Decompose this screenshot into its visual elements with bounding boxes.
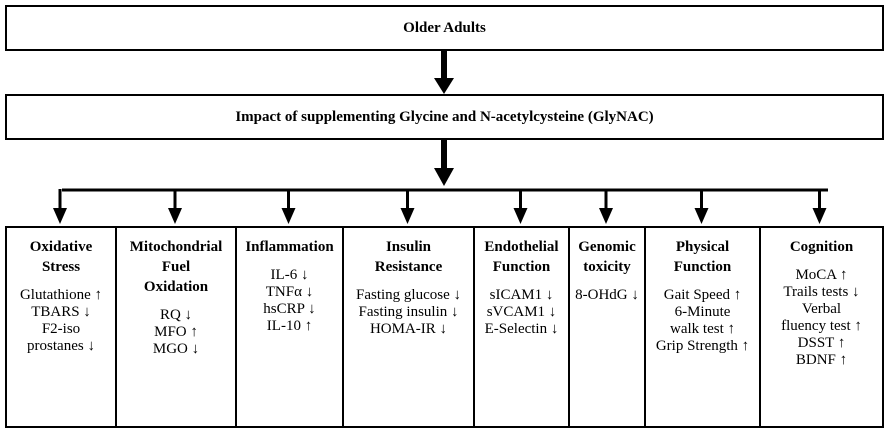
category-items: Fasting glucose ↓Fasting insulin ↓HOMA-I… (344, 287, 473, 338)
category-title-line: Insulin (385, 239, 432, 255)
category-item: HOMA-IR ↓ (369, 321, 448, 337)
category-title: Genomic toxicity (570, 237, 644, 277)
category-title-line: Function (673, 259, 732, 275)
category-item: DSST ↑ (797, 335, 846, 351)
category-item: MGO ↓ (152, 341, 200, 357)
category-items: IL-6 ↓TNFα ↓hsCRP ↓IL-10 ↑ (237, 267, 342, 335)
category-item: Gait Speed ↑ (663, 287, 742, 303)
category-items: 8-OHdG ↓ (570, 287, 644, 304)
category-title-line: Mitochondrial (129, 239, 223, 255)
category-item: Fasting glucose ↓ (356, 287, 461, 303)
category-title: Inflammation (237, 237, 342, 257)
category-title-line: Cognition (789, 239, 854, 255)
category-item: Grip Strength ↑ (655, 338, 750, 354)
arrowhead-impact-to-bus (434, 168, 454, 186)
category-items: sICAM1 ↓sVCAM1 ↓E-Selectin ↓ (475, 287, 568, 338)
category-title-line: Stress (41, 259, 81, 275)
category-item: hsCRP ↓ (263, 301, 316, 317)
older-adults-label: Older Adults (403, 19, 486, 36)
category-title-line: Oxidation (143, 279, 209, 295)
category-item: IL-6 ↓ (270, 267, 309, 283)
category-item: MoCA ↑ (795, 267, 848, 283)
branch-arrowhead-endothelial-function (513, 208, 528, 224)
category-genomic-toxicity: Genomic toxicity 8-OHdG ↓ (570, 228, 646, 426)
branch-arrowhead-genomic-toxicity (599, 208, 613, 224)
category-item: E-Selectin ↓ (484, 321, 559, 337)
branch-arrowhead-mitochondrial-fuel-oxidation (168, 208, 182, 224)
category-title-line: Genomic (578, 239, 636, 255)
branch-arrowhead-physical-function (694, 208, 709, 224)
category-item: TBARS ↓ (31, 304, 91, 320)
older-adults-box: Older Adults (5, 5, 884, 51)
intervention-label: Impact of supplementing Glycine and N-ac… (235, 108, 654, 125)
category-title-line: Physical (675, 239, 730, 255)
category-item: F2-iso (41, 321, 81, 337)
category-items: RQ ↓MFO ↑MGO ↓ (117, 307, 235, 358)
category-title-line: toxicity (583, 259, 631, 275)
category-item: walk test ↑ (670, 321, 735, 337)
category-item: BDNF ↑ (795, 352, 848, 368)
category-title-line: Fuel (161, 259, 191, 275)
category-title-line: Oxidative (29, 239, 93, 255)
category-title-line: Resistance (374, 259, 443, 275)
branch-arrowhead-inflammation (281, 208, 296, 224)
category-item: Trails tests ↓ (783, 284, 860, 300)
category-title-line: Function (492, 259, 551, 275)
category-title: Cognition (761, 237, 882, 257)
category-item: RQ ↓ (159, 307, 193, 323)
category-item: 8-OHdG ↓ (575, 287, 639, 303)
category-item: sICAM1 ↓ (489, 287, 554, 303)
category-item: Fasting insulin ↓ (358, 304, 459, 320)
intervention-box: Impact of supplementing Glycine and N-ac… (5, 94, 884, 140)
category-item: 6-Minute (674, 304, 731, 320)
category-item: MFO ↑ (154, 324, 198, 340)
category-item: Verbal (801, 301, 842, 317)
branch-arrows (53, 189, 827, 224)
branch-arrowhead-cognition (812, 208, 827, 224)
arrowhead-older-to-impact (434, 78, 454, 94)
category-title-line: Inflammation (245, 239, 334, 255)
branch-arrowhead-oxidative-stress (53, 208, 67, 224)
category-title-line: Endothelial (484, 239, 559, 255)
category-item: TNFα ↓ (265, 284, 314, 300)
branch-arrowhead-insulin-resistance (400, 208, 415, 224)
category-item: IL-10 ↑ (266, 318, 313, 334)
category-item: sVCAM1 ↓ (486, 304, 557, 320)
category-item: Glutathione ↑ (19, 287, 103, 303)
category-item: prostanes ↓ (27, 338, 95, 354)
category-item: fluency test ↑ (781, 318, 862, 334)
